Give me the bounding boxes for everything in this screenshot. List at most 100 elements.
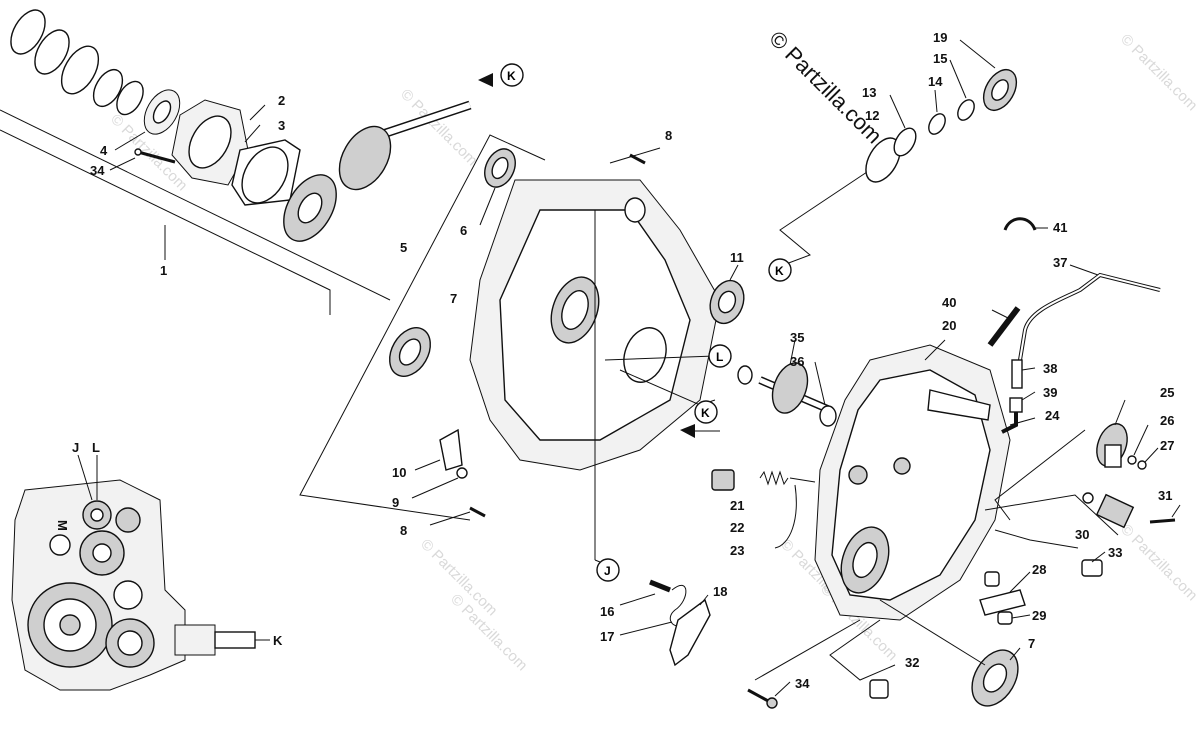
leader-line (1144, 447, 1159, 463)
callout-8: 8 (400, 523, 407, 538)
shift-lever-part (927, 389, 991, 421)
bracket-line (769, 159, 886, 271)
bracket-part (439, 428, 463, 471)
gear-m-hub (92, 543, 112, 563)
bracket-line (994, 429, 1086, 521)
leader-line (594, 559, 601, 563)
callout-8: 8 (665, 128, 672, 143)
shaft-assembly (0, 9, 493, 315)
watermark-faint: © Partzilla.com (1117, 521, 1200, 604)
callout-10: 10 (392, 465, 406, 480)
leader-line (411, 477, 459, 499)
bolt-head (766, 697, 778, 709)
bracket-line (994, 529, 1079, 549)
bearing-bore (152, 100, 172, 124)
leader-line (609, 147, 661, 164)
callout-41: 41 (1053, 220, 1067, 235)
marker-circle (694, 400, 718, 424)
leader-line (699, 594, 709, 606)
callout-22: 22 (730, 520, 744, 535)
case-bore (623, 327, 667, 383)
bolt-part (1149, 518, 1176, 524)
gear-hub (297, 192, 323, 224)
marker-text: J (604, 564, 611, 578)
callout-14: 14 (928, 74, 943, 89)
marker-text: K (507, 69, 516, 83)
callout-23: 23 (730, 543, 744, 558)
leader-line (619, 621, 673, 636)
pinion-shaft-inner (379, 102, 471, 138)
sensor-bracket (1104, 444, 1122, 468)
callout-18: 18 (713, 584, 727, 599)
nut-part (456, 467, 468, 479)
leader-line (1133, 424, 1149, 456)
marker-circle (500, 63, 524, 87)
ring-part (60, 45, 100, 95)
cable-bracket-part (987, 306, 1021, 347)
output-housing (174, 624, 216, 656)
callout-21: 21 (730, 498, 744, 513)
inset-label-m: M (55, 520, 70, 531)
leader-line (619, 593, 656, 606)
spring-part (759, 470, 789, 486)
callout-38: 38 (1043, 361, 1057, 376)
marker-text: K (701, 406, 710, 420)
callout-6: 6 (460, 223, 467, 238)
leader-line (244, 124, 261, 143)
bolt-head (134, 148, 142, 156)
hose-clamp-part (1011, 359, 1023, 389)
output-gear-hub (117, 630, 143, 656)
leader-line (774, 681, 791, 697)
leader-line (754, 619, 861, 681)
marker-circle (768, 258, 792, 282)
leader-line (889, 94, 906, 129)
leader-line (789, 339, 796, 366)
ring-part (92, 68, 124, 108)
plug-part (1081, 559, 1103, 577)
marker-circle (708, 344, 732, 368)
dowel-pin-part (469, 506, 486, 518)
leader-line (249, 104, 266, 121)
leader-line (1021, 367, 1036, 371)
callout-37: 37 (1053, 255, 1067, 270)
leader-line-l (604, 355, 716, 361)
callout-11: 11 (730, 250, 744, 265)
nut-part (1137, 460, 1147, 470)
leader-line (479, 187, 496, 226)
leader-line (1009, 417, 1036, 426)
leader-line (1114, 399, 1126, 426)
callout-1: 1 (160, 263, 167, 278)
leader-line (1171, 504, 1181, 518)
leader-line (414, 459, 441, 471)
drain-plug-part (869, 679, 889, 699)
bracket-line (829, 619, 896, 681)
bracket-line (0, 109, 391, 301)
leader-line (1091, 551, 1106, 563)
washer-part (1127, 455, 1137, 465)
shift-detent-assembly (619, 579, 711, 667)
seal-inner (398, 338, 422, 366)
ring-part (957, 99, 975, 121)
callout-9: 9 (392, 495, 399, 510)
case-boss (624, 197, 646, 223)
bracket-line (0, 129, 331, 315)
callout-5: 5 (400, 240, 407, 255)
marker-k-mid: K (768, 258, 792, 282)
callout-40: 40 (942, 295, 956, 310)
callout-30: 30 (1075, 527, 1089, 542)
plug-part (711, 469, 735, 491)
pin-part (649, 579, 671, 593)
callout-7: 7 (450, 291, 457, 306)
marker-l: L (708, 344, 732, 368)
callout-17: 17 (600, 629, 614, 644)
output-seal-stack (709, 39, 1018, 325)
washer-part (819, 405, 837, 427)
fitting-elbow (1001, 412, 1018, 434)
inset-label-k: K (273, 633, 283, 648)
callout-25: 25 (1160, 385, 1174, 400)
marker-text: L (716, 350, 723, 364)
callout-39: 39 (1043, 385, 1057, 400)
o-ring-part (1082, 492, 1094, 504)
gear-l (115, 507, 141, 533)
